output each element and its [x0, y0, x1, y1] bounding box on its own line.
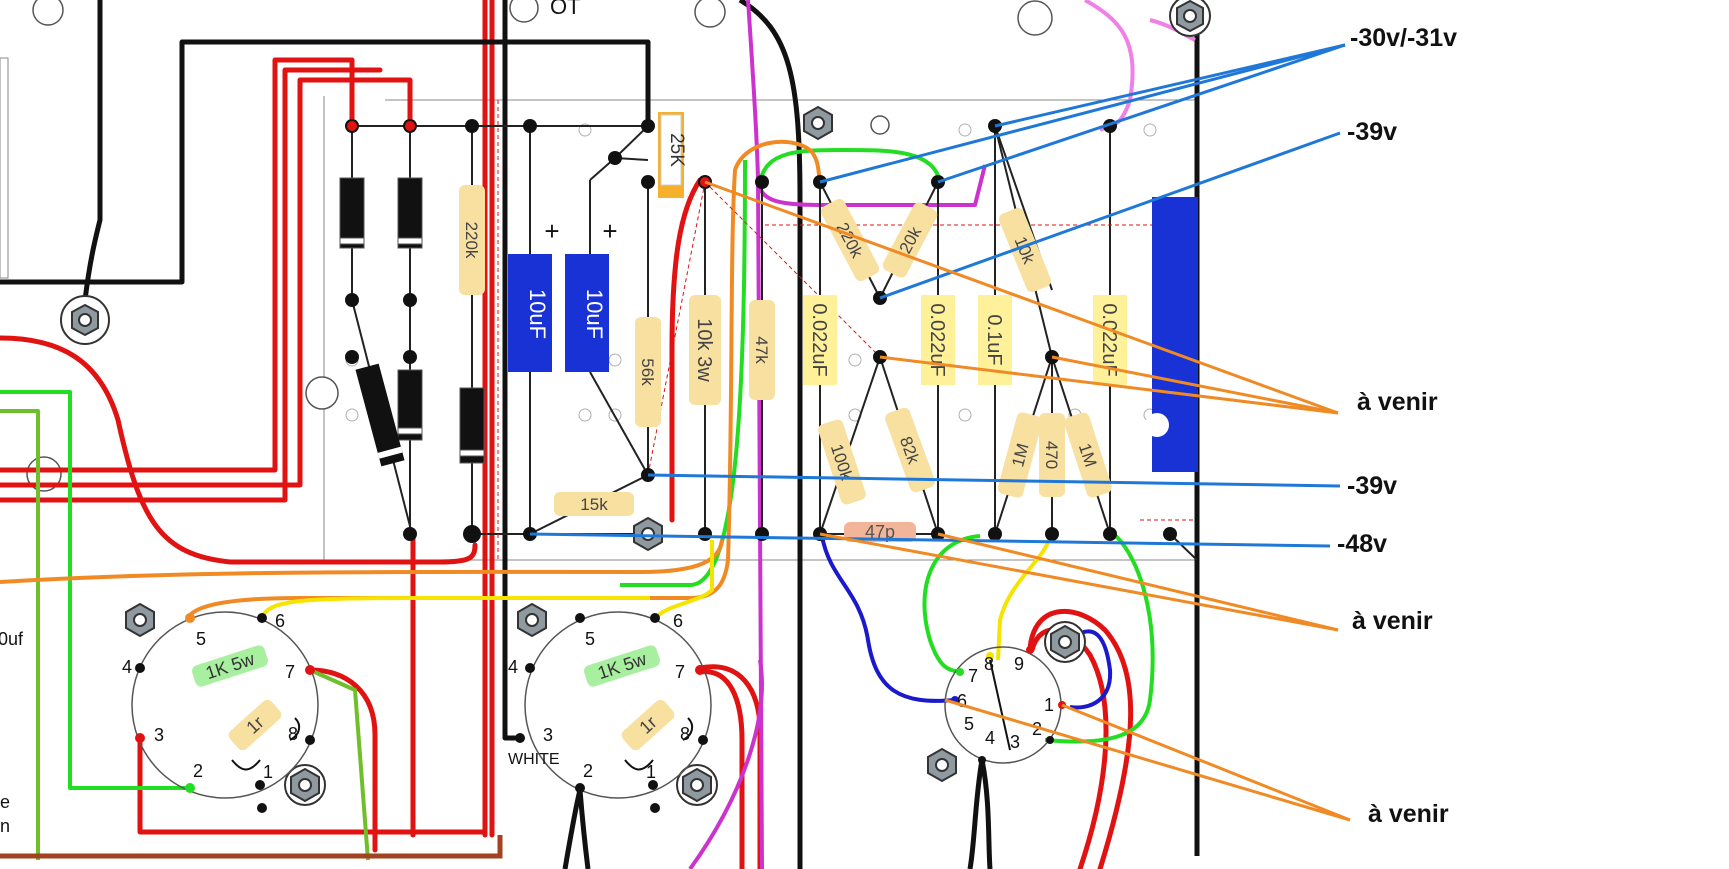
socket-b-pin-7: 7	[675, 662, 685, 682]
cap-0022-1: 0.022uF	[803, 295, 837, 385]
socket-c-pin-4: 4	[985, 728, 995, 748]
black-wires	[0, 0, 993, 869]
socket-a-pin-3: 3	[154, 725, 164, 745]
socket-a-pin-8: 8	[288, 724, 298, 744]
socket-c-pin-7: 7	[968, 666, 978, 686]
socket-a-pin-6: 6	[275, 611, 285, 631]
resistor-56k-label: 56k	[638, 358, 657, 386]
cap-01-label: 0.1uF	[983, 314, 1005, 365]
socket-c-pin-3: 3	[1010, 732, 1020, 752]
cap-47p: 47p	[844, 522, 916, 542]
annotation-48v: -48v	[1337, 530, 1388, 558]
socket-b-pin-2: 2	[583, 761, 593, 781]
socket-b-pin-4: 4	[508, 657, 518, 677]
socket-b-1k5w-label: 1K 5w	[595, 648, 650, 683]
socket-b-pin-1: 1	[646, 762, 656, 782]
socket-b-pin-8: 8	[680, 724, 690, 744]
label-white: WHITE	[508, 751, 560, 768]
resistor-470-label: 470	[1042, 441, 1061, 469]
red-wires	[0, 0, 1134, 869]
cap-10uf-2: 10uF +	[565, 216, 618, 372]
socket-b-pin-6: 6	[673, 611, 683, 631]
label-ot: OT	[550, 0, 581, 19]
filter-cap-blue	[1145, 197, 1198, 472]
socket-a-pin-4: 4	[122, 657, 132, 677]
cap-plus-2: +	[602, 216, 617, 246]
cap-0022-2: 0.022uF	[921, 295, 955, 385]
resistor-15k-label: 15k	[580, 495, 608, 514]
brown-wire	[0, 835, 503, 859]
resistor-15k: 15k	[554, 492, 634, 516]
resistor-47k: 47k	[749, 300, 775, 400]
socket-a-pin-2: 2	[193, 761, 203, 781]
annotation-39v-top: -39v	[1347, 118, 1398, 146]
resistor-100k: 100k	[818, 419, 866, 505]
navy-wire-2	[1063, 629, 1113, 710]
annotation-a-venir-3: à venir	[1368, 800, 1449, 828]
cap-10uf-1-label: 10uF	[525, 289, 550, 339]
socket-a-pin-7: 7	[285, 662, 295, 682]
annotation-39v-mid: -39v	[1347, 472, 1398, 500]
cap-10uf-1: 10uF +	[508, 216, 560, 372]
resistor-470: 470	[1039, 413, 1065, 497]
label-left-uf: 0uf	[0, 629, 24, 649]
socket-c-pin-1: 1	[1044, 695, 1054, 715]
resistor-220k-diag: 220k	[820, 198, 880, 282]
socket-c-pin-6: 6	[957, 691, 967, 711]
hex-nuts	[60, 0, 1211, 806]
green-wires	[0, 148, 1155, 861]
cap-0022-3: 0.022uF	[1093, 295, 1127, 385]
socket-c-pin-5: 5	[964, 714, 974, 734]
diode-diagonal	[355, 363, 405, 467]
cap-01: 0.1uF	[978, 295, 1012, 385]
socket-c-pin-2: 2	[1032, 719, 1042, 739]
yellow-wires	[260, 535, 1052, 661]
cap-47p-label: 47p	[865, 522, 895, 542]
cap-0022-2-label: 0.022uF	[926, 303, 948, 376]
annotation-lines-orange	[704, 180, 1351, 822]
resistor-10k-3w-label: 10k 3w	[693, 318, 715, 382]
magenta-wires	[688, 0, 1196, 869]
cap-10uf-2-label: 10uF	[582, 289, 607, 339]
socket-a-pin-5: 5	[196, 629, 206, 649]
resistor-56k: 56k	[635, 317, 661, 427]
trimmer-25k-label: 25K	[666, 133, 687, 167]
cap-0022-3-label: 0.022uF	[1098, 303, 1120, 376]
resistor-220k-left: 220k	[459, 185, 485, 295]
socket-c-pin-8: 8	[984, 654, 994, 674]
diodes	[339, 177, 485, 464]
resistor-82k: 82k	[885, 407, 935, 493]
socket-b-pin-3: 3	[543, 725, 553, 745]
resistor-220k-left-label: 220k	[462, 222, 481, 259]
socket-a-1k5w-label: 1K 5w	[203, 648, 258, 683]
trimmer-25k: 25K	[658, 112, 687, 198]
resistor-1m-1: 1M	[997, 412, 1043, 498]
resistor-10k-3w: 10k 3w	[689, 295, 721, 405]
label-left-n: n	[0, 816, 10, 836]
label-left-e: e	[0, 792, 10, 812]
cap-0022-1-label: 0.022uF	[808, 303, 830, 376]
annotation-a-venir-2: à venir	[1352, 607, 1433, 635]
orange-wires	[0, 139, 822, 617]
annotation-a-venir-1: à venir	[1357, 388, 1438, 416]
resistor-47k-label: 47k	[752, 336, 771, 364]
resistor-10k: 10k	[999, 207, 1051, 293]
socket-a-pin-1: 1	[263, 762, 273, 782]
cap-plus-1: +	[544, 216, 559, 246]
resistor-20k: 20k	[882, 202, 938, 278]
resistor-1m-2: 1M	[1064, 412, 1112, 498]
navy-wire	[820, 535, 956, 703]
annotation-lines-blue	[529, 43, 1346, 548]
socket-b-pin-5: 5	[585, 629, 595, 649]
socket-c-pin-9: 9	[1014, 654, 1024, 674]
annotation-30v-31v: -30v/-31v	[1350, 24, 1458, 52]
